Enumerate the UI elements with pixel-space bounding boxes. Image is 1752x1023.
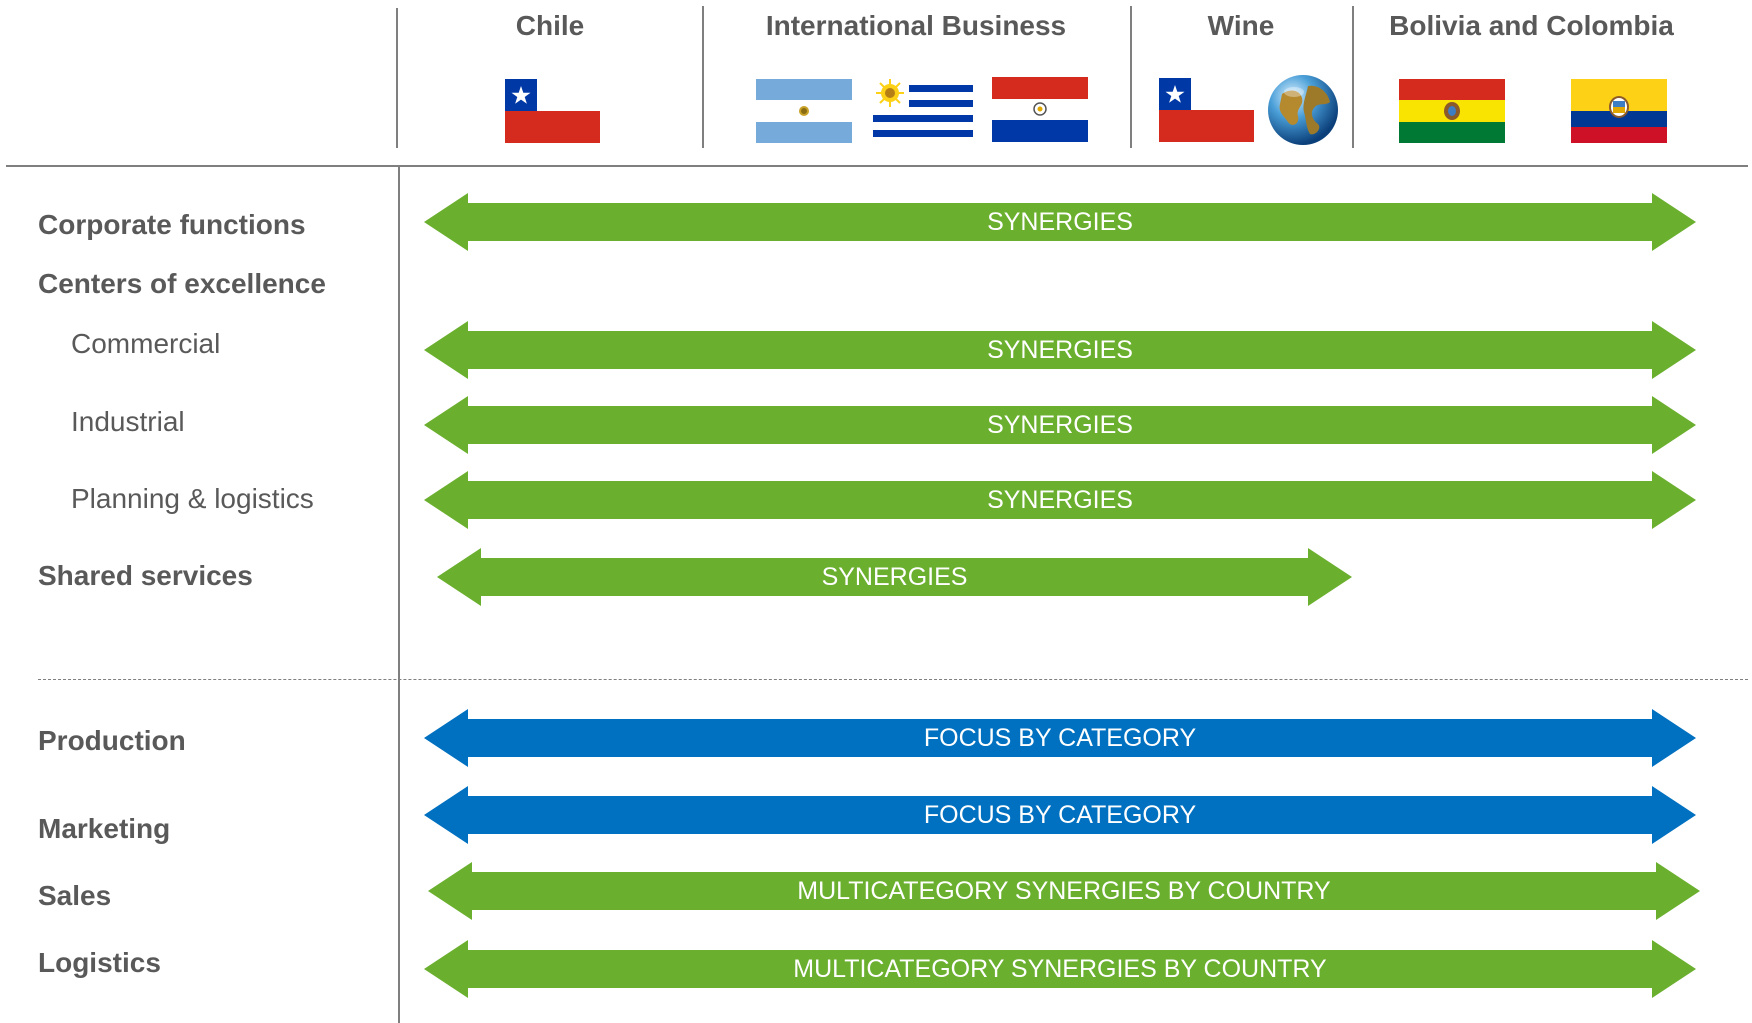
- arrow-body: [424, 396, 1696, 454]
- arrow-corporate-functions: SYNERGIES: [424, 193, 1696, 251]
- arrow-body: [424, 471, 1696, 529]
- row-label-industrial: Industrial: [71, 406, 185, 437]
- uruguay-flag: [873, 78, 973, 144]
- arrow-marketing: FOCUS BY CATEGORY: [424, 786, 1696, 844]
- arrow-industrial: SYNERGIES: [424, 396, 1696, 454]
- bolivia-flag: [1399, 79, 1505, 143]
- arrow-label: SYNERGIES: [987, 335, 1133, 364]
- arrow-body: [424, 940, 1696, 998]
- row-label-corporate-functions: Corporate functions: [38, 209, 306, 240]
- header-divider-1: [396, 8, 398, 148]
- header-bottom-line: [6, 165, 1748, 167]
- double-arrow-shape: [437, 548, 1352, 606]
- row-label-sales: Sales: [38, 880, 112, 911]
- row-label-commercial: Commercial: [71, 328, 221, 359]
- arrow-label: SYNERGIES: [821, 562, 968, 591]
- header-divider-2: [702, 6, 704, 148]
- row-label-planning-logistics: Planning & logistics: [71, 483, 314, 514]
- double-arrow-shape: [424, 786, 1696, 844]
- arrow-label: MULTICATEGORY SYNERGIES BY COUNTRY: [793, 954, 1327, 983]
- arrow-label: FOCUS BY CATEGORY: [923, 723, 1197, 752]
- double-arrow-shape: [424, 471, 1696, 529]
- column-header-wine: Wine: [1207, 10, 1275, 41]
- double-arrow-shape: [424, 940, 1696, 998]
- arrow-body: [424, 321, 1696, 379]
- section-separator: [38, 679, 1748, 680]
- column-header-chile: Chile: [515, 10, 585, 41]
- chile-flag: [1159, 78, 1254, 142]
- globe-icon: [1266, 72, 1340, 148]
- label-column-divider: [398, 166, 400, 1023]
- arrow-commercial: SYNERGIES: [424, 321, 1696, 379]
- argentina-flag: [756, 79, 852, 143]
- column-header-international: International Business: [765, 10, 1067, 41]
- arrow-body: [428, 862, 1700, 920]
- double-arrow-shape: [424, 396, 1696, 454]
- double-arrow-shape: [428, 862, 1700, 920]
- paraguay-flag: [992, 77, 1088, 142]
- arrow-label: SYNERGIES: [987, 485, 1133, 514]
- arrow-production: FOCUS BY CATEGORY: [424, 709, 1696, 767]
- arrow-body: [424, 786, 1696, 844]
- header-divider-3: [1130, 6, 1132, 148]
- row-label-centers-of-excellence: Centers of excellence: [38, 268, 326, 299]
- row-label-production: Production: [38, 725, 186, 756]
- row-label-logistics: Logistics: [38, 947, 161, 978]
- column-header-bolivia-colombia: Bolivia and Colombia: [1389, 10, 1674, 41]
- arrow-sales: MULTICATEGORY SYNERGIES BY COUNTRY: [428, 862, 1700, 920]
- row-label-shared-services: Shared services: [38, 560, 253, 591]
- arrow-logistics: MULTICATEGORY SYNERGIES BY COUNTRY: [424, 940, 1696, 998]
- colombia-flag: [1571, 79, 1667, 143]
- arrow-body: [424, 193, 1696, 251]
- arrow-label: MULTICATEGORY SYNERGIES BY COUNTRY: [797, 876, 1331, 905]
- arrow-label: SYNERGIES: [987, 207, 1133, 236]
- double-arrow-shape: [424, 321, 1696, 379]
- chile-flag: [505, 79, 600, 143]
- arrow-planning-logistics: SYNERGIES: [424, 471, 1696, 529]
- arrow-shared-services: SYNERGIES: [437, 548, 1352, 606]
- double-arrow-shape: [424, 709, 1696, 767]
- arrow-body: [424, 709, 1696, 767]
- double-arrow-shape: [424, 193, 1696, 251]
- row-label-marketing: Marketing: [38, 813, 171, 844]
- arrow-body: [437, 548, 1352, 606]
- header-divider-4: [1352, 6, 1354, 148]
- arrow-label: FOCUS BY CATEGORY: [923, 800, 1197, 829]
- arrow-label: SYNERGIES: [987, 410, 1133, 439]
